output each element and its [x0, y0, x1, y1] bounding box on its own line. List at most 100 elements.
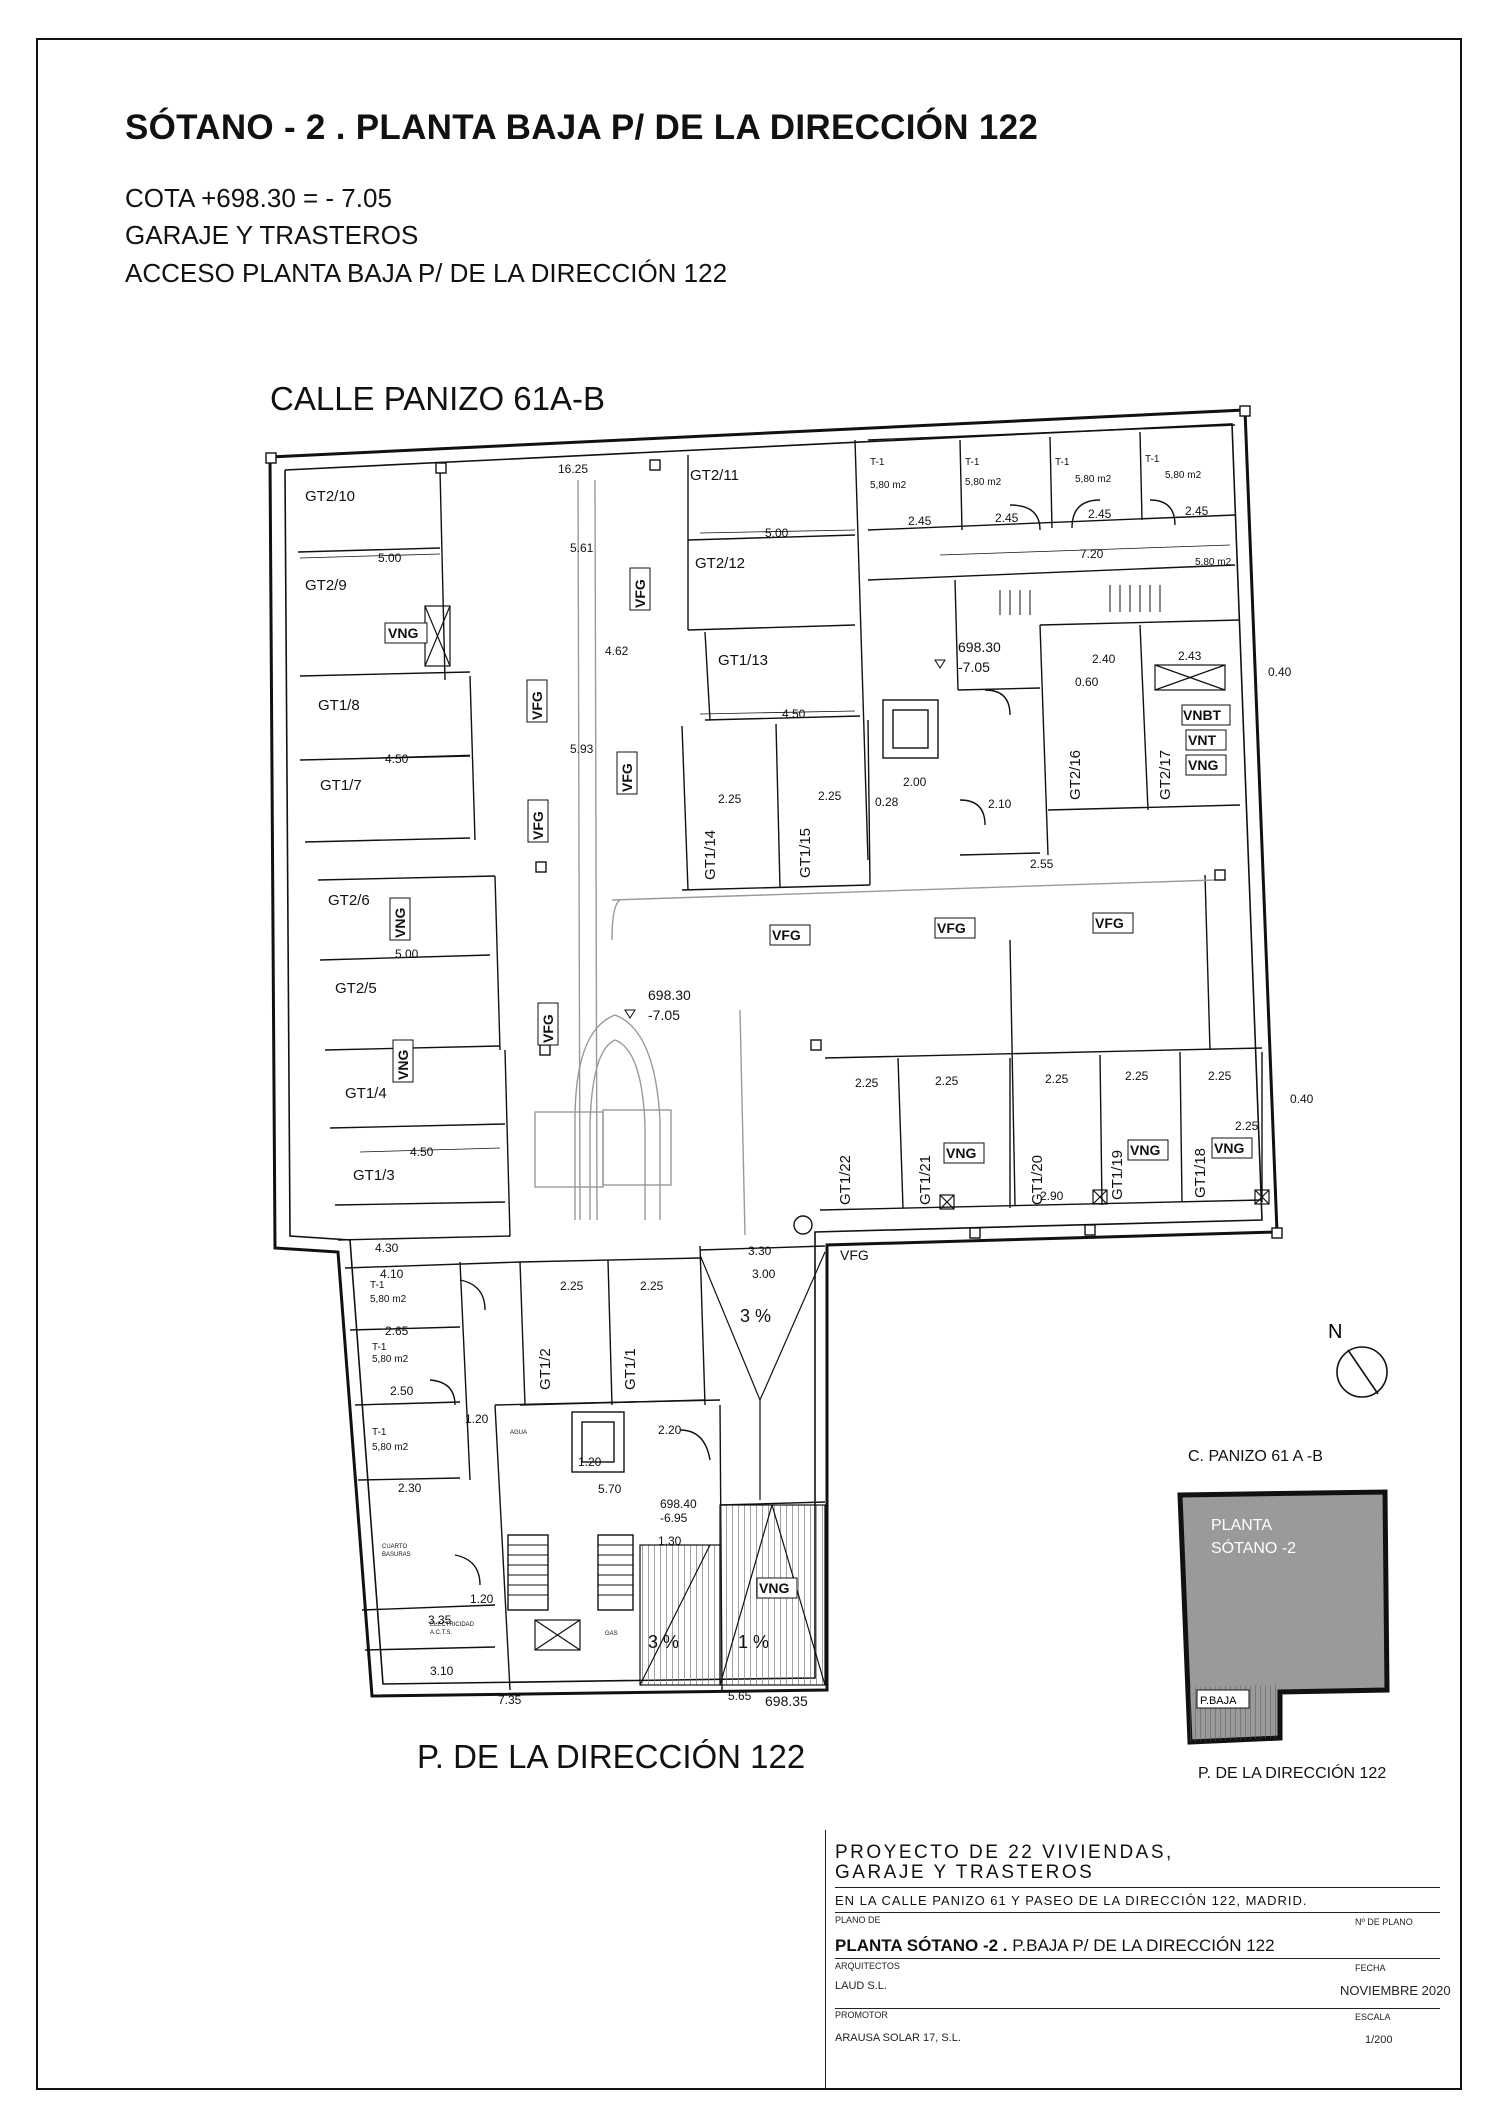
- svg-text:3.00: 3.00: [752, 1267, 776, 1281]
- prom-value: ARAUSA SOLAR 17, S.L.: [835, 2032, 961, 2044]
- svg-text:VFG: VFG: [840, 1247, 869, 1263]
- svg-text:T-1: T-1: [372, 1342, 387, 1353]
- prom-label: PROMOTOR: [835, 2010, 888, 2020]
- svg-text:0.60: 0.60: [1075, 675, 1099, 689]
- svg-text:2.43: 2.43: [1178, 649, 1202, 663]
- svg-text:T-1: T-1: [372, 1427, 387, 1438]
- svg-text:2.25: 2.25: [1235, 1119, 1259, 1133]
- svg-text:2.55: 2.55: [1030, 857, 1054, 871]
- street-bottom-label: P. DE LA DIRECCIÓN 122: [417, 1738, 806, 1775]
- svg-text:VFG: VFG: [772, 927, 801, 943]
- svg-text:5,80 m2: 5,80 m2: [1165, 470, 1202, 481]
- project-line-1: PROYECTO DE 22 VIVIENDAS,: [835, 1842, 1174, 1863]
- svg-text:1.30: 1.30: [658, 1534, 682, 1548]
- svg-text:GT2/11: GT2/11: [690, 467, 739, 484]
- svg-text:GT1/22: GT1/22: [837, 1155, 854, 1205]
- svg-text:2.25: 2.25: [855, 1076, 879, 1090]
- svg-text:2.25: 2.25: [818, 789, 842, 803]
- svg-text:GAS: GAS: [605, 1631, 618, 1637]
- svg-text:ELECTRICIDAD: ELECTRICIDAD: [430, 1622, 475, 1628]
- outer-wall: [268, 408, 1279, 1698]
- svg-text:GT1/15: GT1/15: [797, 828, 814, 878]
- svg-text:GT2/9: GT2/9: [305, 577, 347, 594]
- svg-text:5.00: 5.00: [395, 947, 419, 961]
- svg-text:2.45: 2.45: [908, 514, 932, 528]
- svg-text:2.20: 2.20: [658, 1423, 682, 1437]
- svg-text:GT2/6: GT2/6: [328, 892, 370, 909]
- svg-text:5,80 m2: 5,80 m2: [372, 1354, 409, 1365]
- svg-text:VNBT: VNBT: [1183, 707, 1222, 723]
- level-info: COTA +698.30 = - 7.05: [125, 183, 392, 213]
- svg-text:GT1/19: GT1/19: [1109, 1150, 1126, 1200]
- svg-text:4.50: 4.50: [410, 1145, 434, 1159]
- svg-text:3.10: 3.10: [430, 1664, 454, 1678]
- svg-text:T-1: T-1: [1145, 454, 1160, 465]
- svg-text:2.25: 2.25: [1208, 1069, 1232, 1083]
- svg-text:VNG: VNG: [395, 1050, 411, 1080]
- svg-text:AGUA: AGUA: [510, 1430, 527, 1436]
- svg-text:5,80 m2: 5,80 m2: [1075, 474, 1112, 485]
- svg-text:VNT: VNT: [1188, 732, 1216, 748]
- svg-text:2.25: 2.25: [1045, 1072, 1069, 1086]
- svg-text:VNG: VNG: [759, 1580, 789, 1596]
- svg-text:3 %: 3 %: [648, 1632, 679, 1652]
- page-title: SÓTANO - 2 . PLANTA BAJA P/ DE LA DIRECC…: [125, 108, 1039, 147]
- svg-text:5,80 m2: 5,80 m2: [372, 1442, 409, 1453]
- svg-text:0.28: 0.28: [875, 795, 899, 809]
- svg-text:0.40: 0.40: [1290, 1092, 1314, 1106]
- svg-text:GT1/3: GT1/3: [353, 1167, 395, 1184]
- svg-text:GT2/17: GT2/17: [1157, 750, 1174, 800]
- svg-text:T-1: T-1: [870, 457, 885, 468]
- svg-text:T-1: T-1: [965, 457, 980, 468]
- svg-text:2.00: 2.00: [903, 775, 927, 789]
- svg-text:GT1/20: GT1/20: [1029, 1155, 1046, 1205]
- use-info: GARAJE Y TRASTEROS: [125, 220, 419, 250]
- svg-text:3.30: 3.30: [748, 1244, 772, 1258]
- svg-text:GT1/14: GT1/14: [702, 830, 719, 880]
- svg-text:VFG: VFG: [619, 763, 635, 792]
- title-block: PROYECTO DE 22 VIVIENDAS, GARAJE Y TRAST…: [825, 1830, 1460, 2088]
- svg-text:2.45: 2.45: [995, 511, 1019, 525]
- svg-text:T-1: T-1: [1055, 457, 1070, 468]
- drawing-frame: [36, 38, 1462, 2090]
- svg-text:2.45: 2.45: [1088, 507, 1112, 521]
- svg-text:BASURAS: BASURAS: [382, 1552, 411, 1558]
- svg-text:2.45: 2.45: [1185, 504, 1209, 518]
- svg-text:5.00: 5.00: [765, 526, 789, 540]
- escala-label: ESCALA: [1355, 2012, 1391, 2022]
- svg-text:GT1/2: GT1/2: [537, 1348, 554, 1390]
- svg-text:VNG: VNG: [388, 625, 418, 641]
- svg-text:5,80 m2: 5,80 m2: [1195, 557, 1232, 568]
- plano-value-rest: P.BAJA P/ DE LA DIRECCIÓN 122: [1007, 1936, 1275, 1955]
- svg-text:2.25: 2.25: [718, 792, 742, 806]
- svg-text:7.35: 7.35: [498, 1693, 522, 1707]
- svg-text:T-1: T-1: [370, 1280, 385, 1291]
- svg-text:4.10: 4.10: [380, 1267, 404, 1281]
- svg-text:1.20: 1.20: [465, 1412, 489, 1426]
- key-plan: P.BAJA PLANTA SÓTANO -2: [1177, 1489, 1390, 1745]
- svg-text:GT1/8: GT1/8: [318, 697, 360, 714]
- svg-text:16.25: 16.25: [558, 462, 588, 476]
- svg-text:4.50: 4.50: [385, 752, 409, 766]
- svg-text:GT1/18: GT1/18: [1192, 1148, 1209, 1198]
- north-arrow: N: [1328, 1321, 1388, 1398]
- svg-text:GT1/21: GT1/21: [917, 1155, 934, 1205]
- svg-text:CUARTO: CUARTO: [382, 1544, 407, 1550]
- svg-text:7.20: 7.20: [1080, 547, 1104, 561]
- svg-text:GT1/4: GT1/4: [345, 1085, 387, 1102]
- escala-value: 1/200: [1365, 2034, 1393, 2046]
- svg-text:VNG: VNG: [392, 908, 408, 938]
- svg-text:VNG: VNG: [1214, 1140, 1244, 1156]
- svg-text:698.40: 698.40: [660, 1497, 697, 1511]
- svg-text:2.25: 2.25: [560, 1279, 584, 1293]
- svg-text:3 %: 3 %: [740, 1306, 771, 1326]
- svg-text:1.20: 1.20: [470, 1592, 494, 1606]
- north-label: N: [1328, 1321, 1342, 1343]
- arq-value: LAUD S.L.: [835, 1980, 887, 1992]
- svg-text:3.35: 3.35: [428, 1613, 452, 1627]
- space-gt2-10: GT2/10: [305, 488, 355, 505]
- svg-text:GT1/1: GT1/1: [622, 1348, 639, 1390]
- svg-text:2.10: 2.10: [988, 797, 1012, 811]
- svg-text:GT2/16: GT2/16: [1067, 750, 1084, 800]
